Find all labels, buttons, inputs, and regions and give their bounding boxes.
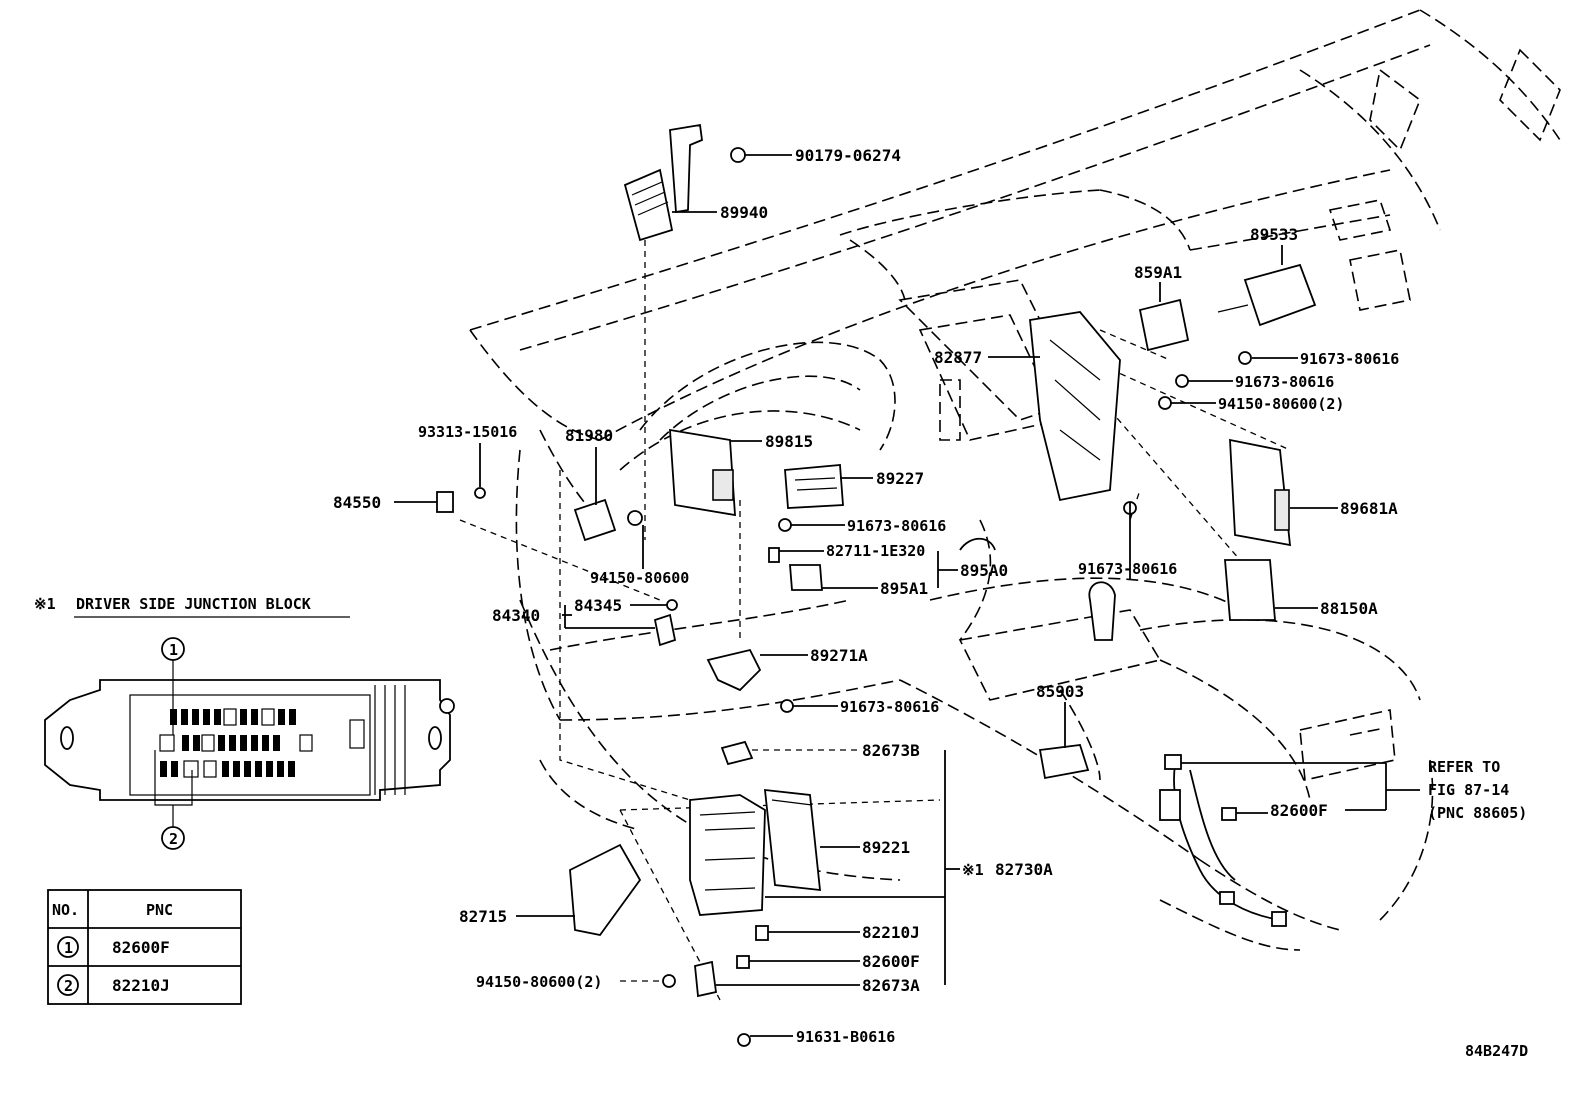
part-81980 <box>573 498 617 542</box>
junction-block-body <box>44 679 451 801</box>
part-895A1 <box>789 564 823 591</box>
part-89227 <box>784 464 844 509</box>
figure-id: 84B247D <box>1465 1042 1528 1060</box>
part-859A1 <box>1138 298 1190 352</box>
inset-circle-2: 2 <box>169 830 178 848</box>
callout-82673B: 82673B <box>862 741 920 760</box>
inset-title: DRIVER SIDE JUNCTION BLOCK <box>76 595 311 613</box>
callout-89681A: 89681A <box>1340 499 1398 518</box>
callout-89221: 89221 <box>862 838 910 857</box>
callout-82210J: 82210J <box>862 923 920 942</box>
callout-81980: 81980 <box>565 426 613 445</box>
callout-82877: 82877 <box>934 348 982 367</box>
callout-84550: 84550 <box>333 493 381 512</box>
callout-94150-80600-2: 94150-80600(2) <box>476 973 602 991</box>
callout-89533: 89533 <box>1250 225 1298 244</box>
table-row-pnc: 82600F <box>112 938 170 957</box>
part-85903 <box>1038 744 1090 780</box>
callout-94150-80600: 94150-80600 <box>590 569 689 587</box>
leader-lines <box>394 154 1420 1037</box>
table-header-no: NO. <box>52 901 79 919</box>
callout-89940: 89940 <box>720 203 768 222</box>
callout-895A0: 895A0 <box>960 561 1008 580</box>
callout-91673-80616: 91673-80616 <box>847 517 946 535</box>
callout-91673-80616: 91673-80616 <box>1300 350 1399 368</box>
callout-84345: 84345 <box>574 596 622 615</box>
callout-859A1: 859A1 <box>1134 263 1182 282</box>
inset-mark: ※1 <box>34 595 56 613</box>
part-82210J <box>755 925 769 941</box>
callout-91673-80616: 91673-80616 <box>1078 560 1177 578</box>
callout-85903: 85903 <box>1036 682 1084 701</box>
part-89221 <box>763 788 822 892</box>
junction-block-mark: ※1 <box>962 861 984 879</box>
fuse-array <box>159 708 313 778</box>
part-82711-1E320 <box>768 547 780 563</box>
pnc-table: NO. PNC 1 82600F 2 82210J <box>47 889 242 1005</box>
part-82730A <box>689 794 766 916</box>
callout-89815: 89815 <box>765 432 813 451</box>
table-row-pnc: 82210J <box>112 976 170 995</box>
part-82715 <box>569 843 642 936</box>
refer-line-3: (PNC 88605) <box>1428 804 1527 822</box>
part-82600F <box>736 955 750 969</box>
part-89533 <box>1243 263 1317 327</box>
callout-82600F: 82600F <box>1270 801 1328 820</box>
callout-labels: 90179-06274 89940 89533 859A1 82877 9167… <box>333 146 1528 1060</box>
part-89940-module <box>623 168 674 242</box>
part-82673B <box>720 740 754 766</box>
part-88150A <box>1224 559 1276 621</box>
part-84550 <box>436 491 454 513</box>
callout-88150A: 88150A <box>1320 599 1378 618</box>
part-84345 <box>653 613 677 647</box>
callout-93313-15016: 93313-15016 <box>418 423 517 441</box>
callout-94150-80600-2: 94150-80600(2) <box>1218 395 1344 413</box>
bolt-icon <box>474 351 1252 1047</box>
part-90179-06274-nut <box>730 147 746 163</box>
callout-82600F: 82600F <box>862 952 920 971</box>
junction-block-inset: ※1 DRIVER SIDE JUNCTION BLOCK <box>34 595 455 850</box>
part-89940-bracket <box>669 123 703 214</box>
table-row-no: 2 <box>64 977 73 995</box>
part-82673A <box>694 960 718 998</box>
table-header-pnc: PNC <box>146 901 173 919</box>
refer-line-2: FIG 87-14 <box>1428 781 1509 799</box>
part-82877 <box>1029 311 1121 502</box>
part-shift-knob <box>1088 581 1116 641</box>
parts <box>436 123 1317 1047</box>
callout-82730A: 82730A <box>995 860 1053 879</box>
callout-82673A: 82673A <box>862 976 920 995</box>
callout-895A1: 895A1 <box>880 579 928 598</box>
callout-91631-B0616: 91631-B0616 <box>796 1028 895 1046</box>
callout-90179-06274: 90179-06274 <box>795 146 901 165</box>
inset-circle-1: 1 <box>169 641 178 659</box>
callout-89271A: 89271A <box>810 646 868 665</box>
part-89271A <box>706 648 762 692</box>
refer-line-1: REFER TO <box>1428 758 1500 776</box>
callout-89227: 89227 <box>876 469 924 488</box>
table-row-no: 1 <box>64 939 73 957</box>
callout-82711-1E320: 82711-1E320 <box>826 542 925 560</box>
callout-91673-80616: 91673-80616 <box>840 698 939 716</box>
callout-82715: 82715 <box>459 907 507 926</box>
callout-91673-80616: 91673-80616 <box>1235 373 1334 391</box>
callout-84340: 84340 <box>492 606 540 625</box>
